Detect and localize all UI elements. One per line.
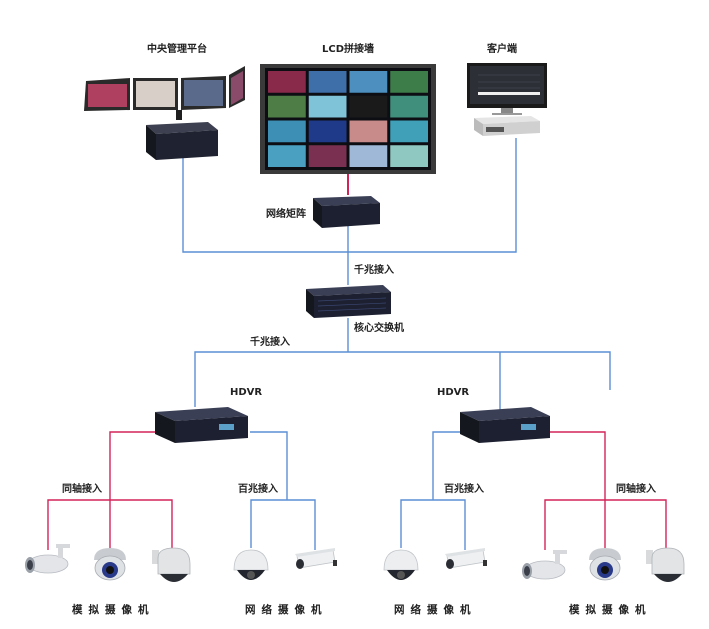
lcd-tile <box>349 120 388 143</box>
bullet-camera-icon[interactable] <box>294 547 338 570</box>
lcd-tile-grid <box>268 71 428 167</box>
link-hdvr-right-coax <box>548 431 606 500</box>
left-coax-label: 同轴接入 <box>62 484 102 495</box>
lcd-tile <box>349 145 388 167</box>
left-net-label: 百兆接入 <box>238 484 278 495</box>
hdvr-display <box>219 424 234 430</box>
dome-camera-icon[interactable] <box>588 547 622 581</box>
dome-camera-icon[interactable] <box>233 549 269 581</box>
lcd-tile <box>268 145 306 167</box>
monitor-icon <box>467 63 547 115</box>
ptz-camera-icon[interactable] <box>151 547 191 583</box>
lcd-tile <box>349 71 388 93</box>
link-right-net-bus <box>400 499 466 550</box>
lcd-tile <box>268 120 306 143</box>
camera-group-label: 模拟摄像机 <box>72 604 155 616</box>
core-switch-label: 核心交换机 <box>354 323 404 334</box>
camera-group-label: 网络摄像机 <box>394 604 477 616</box>
hdvr-right[interactable] <box>460 407 550 443</box>
network-matrix[interactable] <box>313 196 380 228</box>
uplink-speed-label: 千兆接入 <box>354 265 394 276</box>
lcd-tile <box>308 71 347 93</box>
network-links <box>47 138 667 550</box>
lcd-tile <box>390 120 428 143</box>
hdvr-display <box>521 424 536 430</box>
hdvr-left-label: HDVR <box>230 387 263 398</box>
lcd-tile <box>390 95 428 118</box>
lcd-tile <box>268 71 306 93</box>
camera-group-network-right <box>383 547 488 581</box>
lcd-tile <box>308 95 347 118</box>
client-workstation[interactable] <box>467 63 547 136</box>
central-platform[interactable] <box>84 66 245 160</box>
link-hdvr-right-net <box>432 431 462 500</box>
client-label: 客户端 <box>487 44 517 55</box>
camera-group-label: 网络摄像机 <box>245 604 328 616</box>
camera-group-network-left <box>233 547 338 581</box>
link-central-to-bus <box>182 140 348 253</box>
link-hdvr-left-net <box>250 431 288 500</box>
link-hdvr-left-coax <box>109 431 160 500</box>
link-client-to-bus <box>348 138 517 253</box>
server-box-icon <box>146 122 218 160</box>
lcd-wall-label: LCD拼接墙 <box>322 44 375 55</box>
core-switch[interactable] <box>306 285 391 318</box>
rack-server-icon <box>474 116 540 136</box>
camera-group-label: 模拟摄像机 <box>569 604 652 616</box>
bullet-camera-icon[interactable] <box>444 547 488 570</box>
lcd-tile <box>349 95 388 118</box>
lcd-tile <box>308 145 347 167</box>
camera-group-analog-right <box>521 547 685 583</box>
dome-camera-icon[interactable] <box>93 547 127 581</box>
hdvr-right-label: HDVR <box>437 387 470 398</box>
lcd-video-wall[interactable] <box>260 64 436 174</box>
downlink-speed-label: 千兆接入 <box>250 337 290 348</box>
network-matrix-label: 网络矩阵 <box>266 209 306 220</box>
right-net-label: 百兆接入 <box>444 484 484 495</box>
link-left-net-bus <box>250 499 316 550</box>
lcd-tile <box>268 95 306 118</box>
ptz-camera-icon[interactable] <box>645 547 685 583</box>
bullet-camera-icon[interactable] <box>521 549 568 580</box>
dome-camera-icon[interactable] <box>383 549 419 581</box>
camera-group-analog-left <box>24 543 191 583</box>
link-switch-to-hdvr-left <box>194 351 348 407</box>
central-platform-label: 中央管理平台 <box>147 44 207 55</box>
lcd-tile <box>390 145 428 167</box>
lcd-tile <box>390 71 428 93</box>
multi-monitor-icon <box>84 66 245 120</box>
link-switch-to-hdvr-right <box>348 351 611 390</box>
right-coax-label: 同轴接入 <box>616 484 656 495</box>
lcd-tile <box>308 120 347 143</box>
hdvr-left[interactable] <box>155 407 248 443</box>
